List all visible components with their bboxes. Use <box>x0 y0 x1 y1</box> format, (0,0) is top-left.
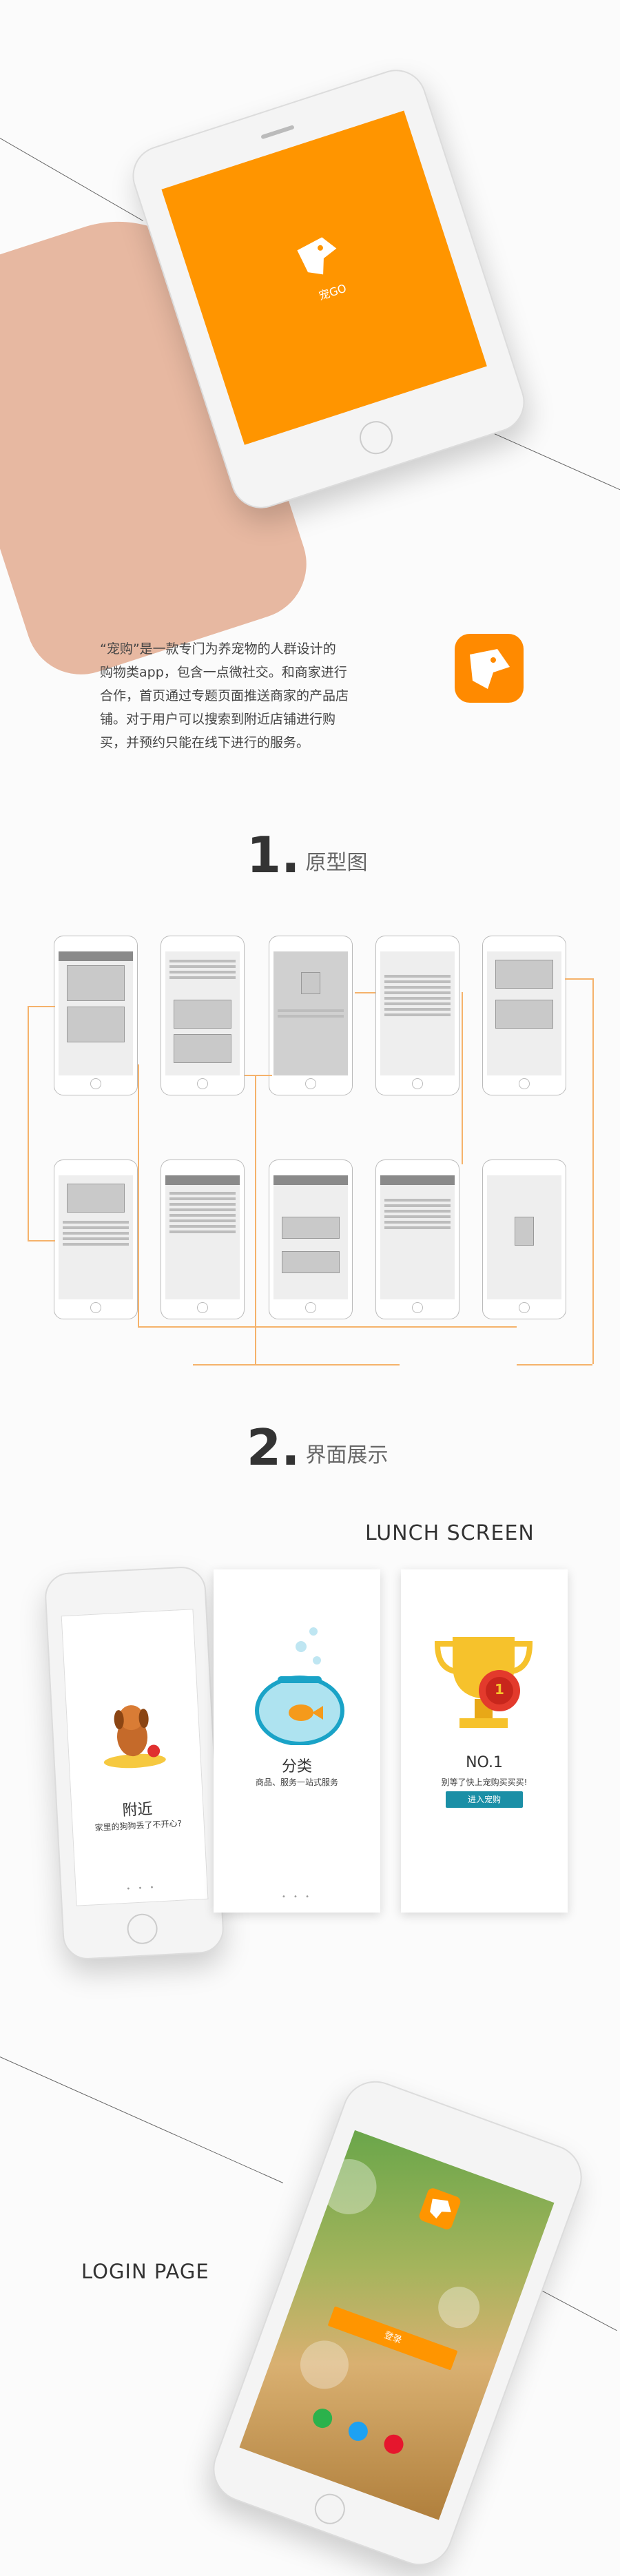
wireframe-screen <box>269 1160 353 1319</box>
card-subtitle: 商品、服务一站式服务 <box>255 1778 338 1787</box>
wireframe-screen <box>482 1160 566 1319</box>
wireframe-screen <box>54 1160 138 1319</box>
deco-line <box>0 2057 284 2183</box>
trophy-icon: 1 <box>432 1630 535 1740</box>
wireframe-screen <box>375 936 459 1095</box>
wechat-icon[interactable] <box>310 2406 335 2431</box>
page-dots: • • • <box>126 1884 157 1893</box>
section-title: 原型图 <box>305 851 368 875</box>
lunch-heading: LUNCH SCREEN <box>365 1521 535 1545</box>
wireframe-screen <box>482 936 566 1095</box>
hero-phone: 宠GO <box>125 61 533 517</box>
card-title: 分类 <box>281 1758 312 1775</box>
card-title: NO.1 <box>466 1754 503 1771</box>
wireframe-screen <box>54 936 138 1095</box>
intro-text: “宠购”是一款专门为养宠物的人群设计的 购物类app，包含一点微社交。和商家进行… <box>100 641 349 750</box>
lunch-card: 分类 商品、服务一站式服务 • • • <box>214 1569 380 1913</box>
login-heading: LOGIN PAGE <box>81 2260 209 2283</box>
lunch-phone: 附近 家里的狗狗丢了不开心? • • • <box>43 1565 225 1961</box>
medal-number: 1 <box>495 1681 504 1698</box>
lunch-card: 1 NO.1 别等了快上宠购买买买! 进入宠购 <box>401 1569 568 1913</box>
section-number: 1. <box>247 826 300 884</box>
qq-icon[interactable] <box>345 2418 371 2444</box>
section-number: 2. <box>247 1419 300 1476</box>
weibo-icon[interactable] <box>381 2431 406 2457</box>
fishbowl-icon <box>251 1625 348 1746</box>
wireframe-screen <box>161 936 245 1095</box>
wireframe-screen <box>161 1160 245 1319</box>
page-dots: • • • <box>281 1893 313 1901</box>
dog-photo: 登录 <box>239 2130 555 2520</box>
orange-screen: 宠GO <box>161 110 487 445</box>
card-subtitle: 别等了快上宠购买买买! <box>441 1778 528 1787</box>
app-logo-icon <box>417 2186 462 2232</box>
enter-button[interactable]: 进入宠购 <box>446 1791 523 1808</box>
login-phone: 登录 <box>203 2072 592 2575</box>
wireframe-screen <box>375 1160 459 1319</box>
home-button <box>355 416 397 459</box>
dog-illustration-icon <box>97 1693 170 1773</box>
deco-line <box>0 138 143 221</box>
app-logo-icon <box>455 634 524 703</box>
dog-logo-icon <box>285 227 352 289</box>
section-title: 界面展示 <box>305 1443 389 1467</box>
wireframe-screen <box>269 936 353 1095</box>
